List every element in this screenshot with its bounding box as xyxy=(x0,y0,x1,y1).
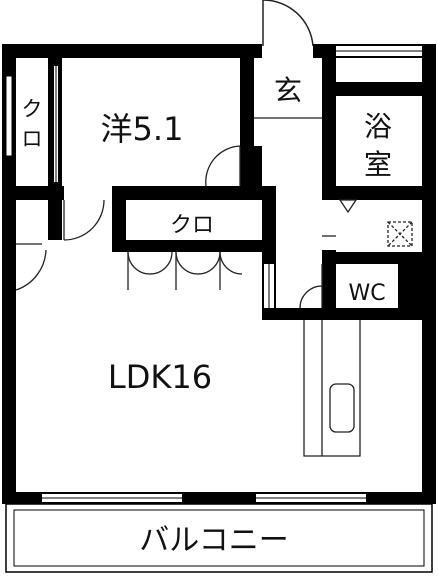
side-windows xyxy=(5,46,422,308)
balcony-label: バルコニー xyxy=(139,523,288,558)
entrance-label: 玄 xyxy=(274,74,302,107)
wc-label: WC xyxy=(348,281,385,306)
western-room-label: 洋5.1 xyxy=(101,110,184,148)
bath-label-line1: 浴 xyxy=(364,110,392,143)
bath-label-line2: 室 xyxy=(364,148,392,181)
ldk-label: LDK16 xyxy=(108,358,212,396)
balcony xyxy=(5,503,433,573)
side-closet-label-2: ロ xyxy=(22,127,43,151)
side-closet-label-1: ク xyxy=(22,97,43,121)
center-closet-label: クロ xyxy=(170,213,214,238)
entrance-door xyxy=(262,0,314,47)
interior-door-swings xyxy=(15,145,323,309)
ldk-windows xyxy=(42,494,366,502)
fixtures xyxy=(254,117,413,457)
